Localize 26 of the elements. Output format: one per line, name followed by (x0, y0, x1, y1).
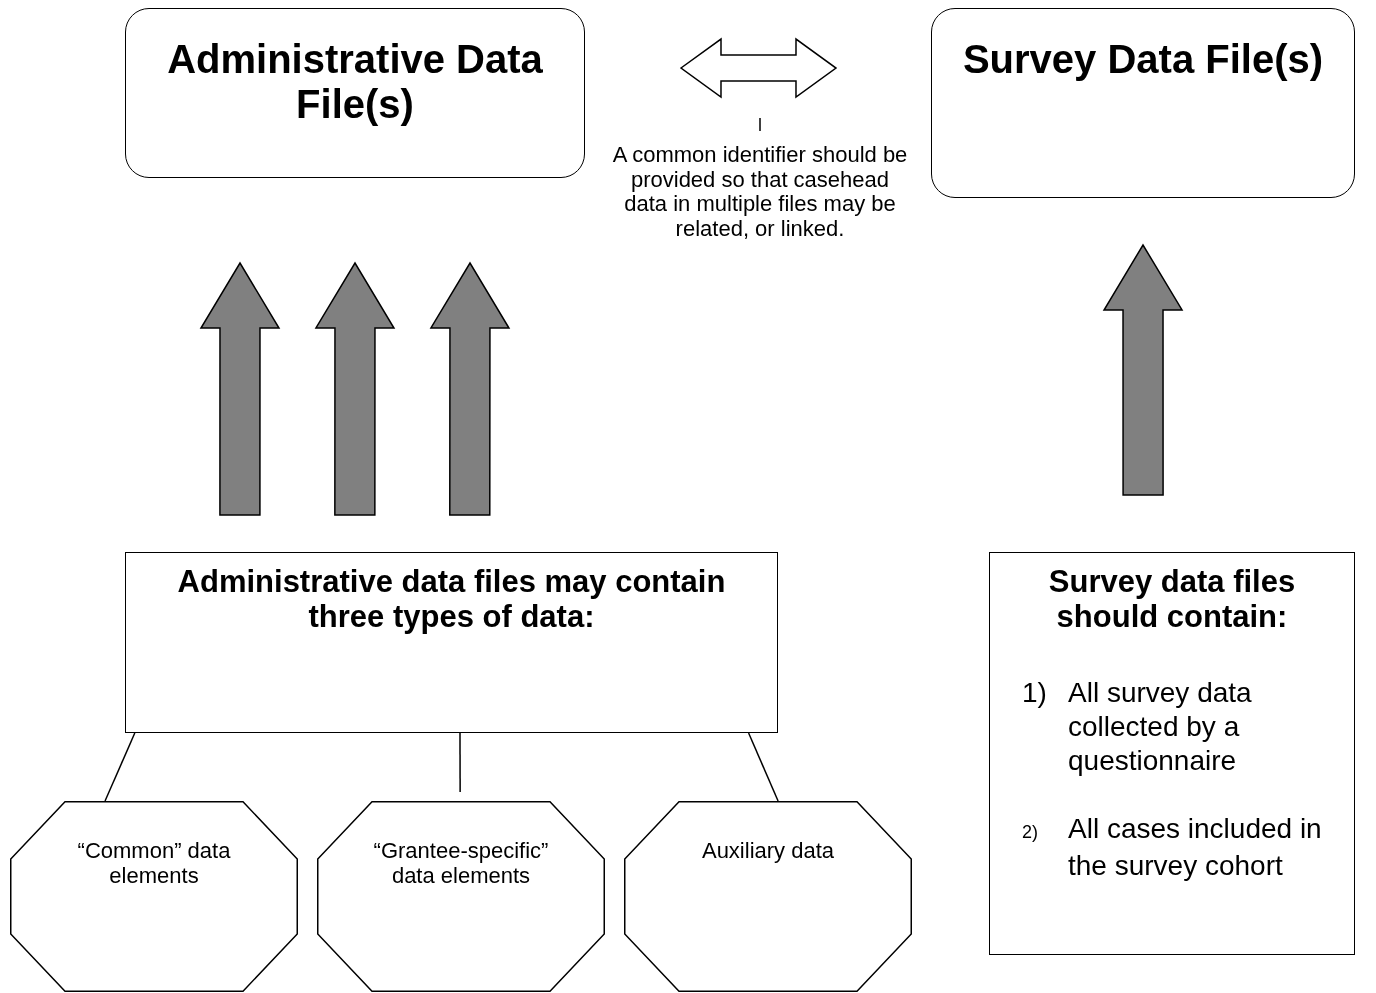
block-arrow (199, 261, 281, 516)
content-box (125, 552, 778, 733)
content-box (989, 552, 1355, 955)
list-item: 2) All cases included in the survey cohort (1021, 812, 1323, 884)
list-item: 1) All survey data collected by a questionnaire (1021, 676, 1253, 779)
data-type-octagon (624, 801, 912, 992)
data-type-octagon (317, 801, 605, 992)
data-type-label: “Grantee-specific” data elements (372, 839, 550, 889)
connector-line (747, 732, 779, 802)
block-arrow (314, 261, 396, 516)
block-arrow (429, 261, 511, 516)
data-type-label: Auxiliary data (700, 839, 836, 864)
box-title: Survey Data File(s) (961, 37, 1325, 82)
box-heading: Administrative data files may contain three types of data: (176, 565, 727, 635)
box-title: Administrative Data File(s) (166, 37, 544, 127)
data-type-octagon (10, 801, 298, 992)
file-box (931, 8, 1355, 198)
file-box (125, 8, 585, 178)
connector-line (459, 732, 461, 793)
connector-line (104, 732, 136, 802)
note-text: A common identifier should be provided so that casehead data in multiple files may be related, or linked. (612, 143, 908, 242)
double-block-arrow (679, 37, 838, 99)
block-arrow (1102, 243, 1184, 496)
box-heading: Survey data files should contain: (1047, 565, 1297, 635)
leader-line (759, 117, 761, 132)
data-type-label: “Common” data elements (76, 839, 232, 889)
